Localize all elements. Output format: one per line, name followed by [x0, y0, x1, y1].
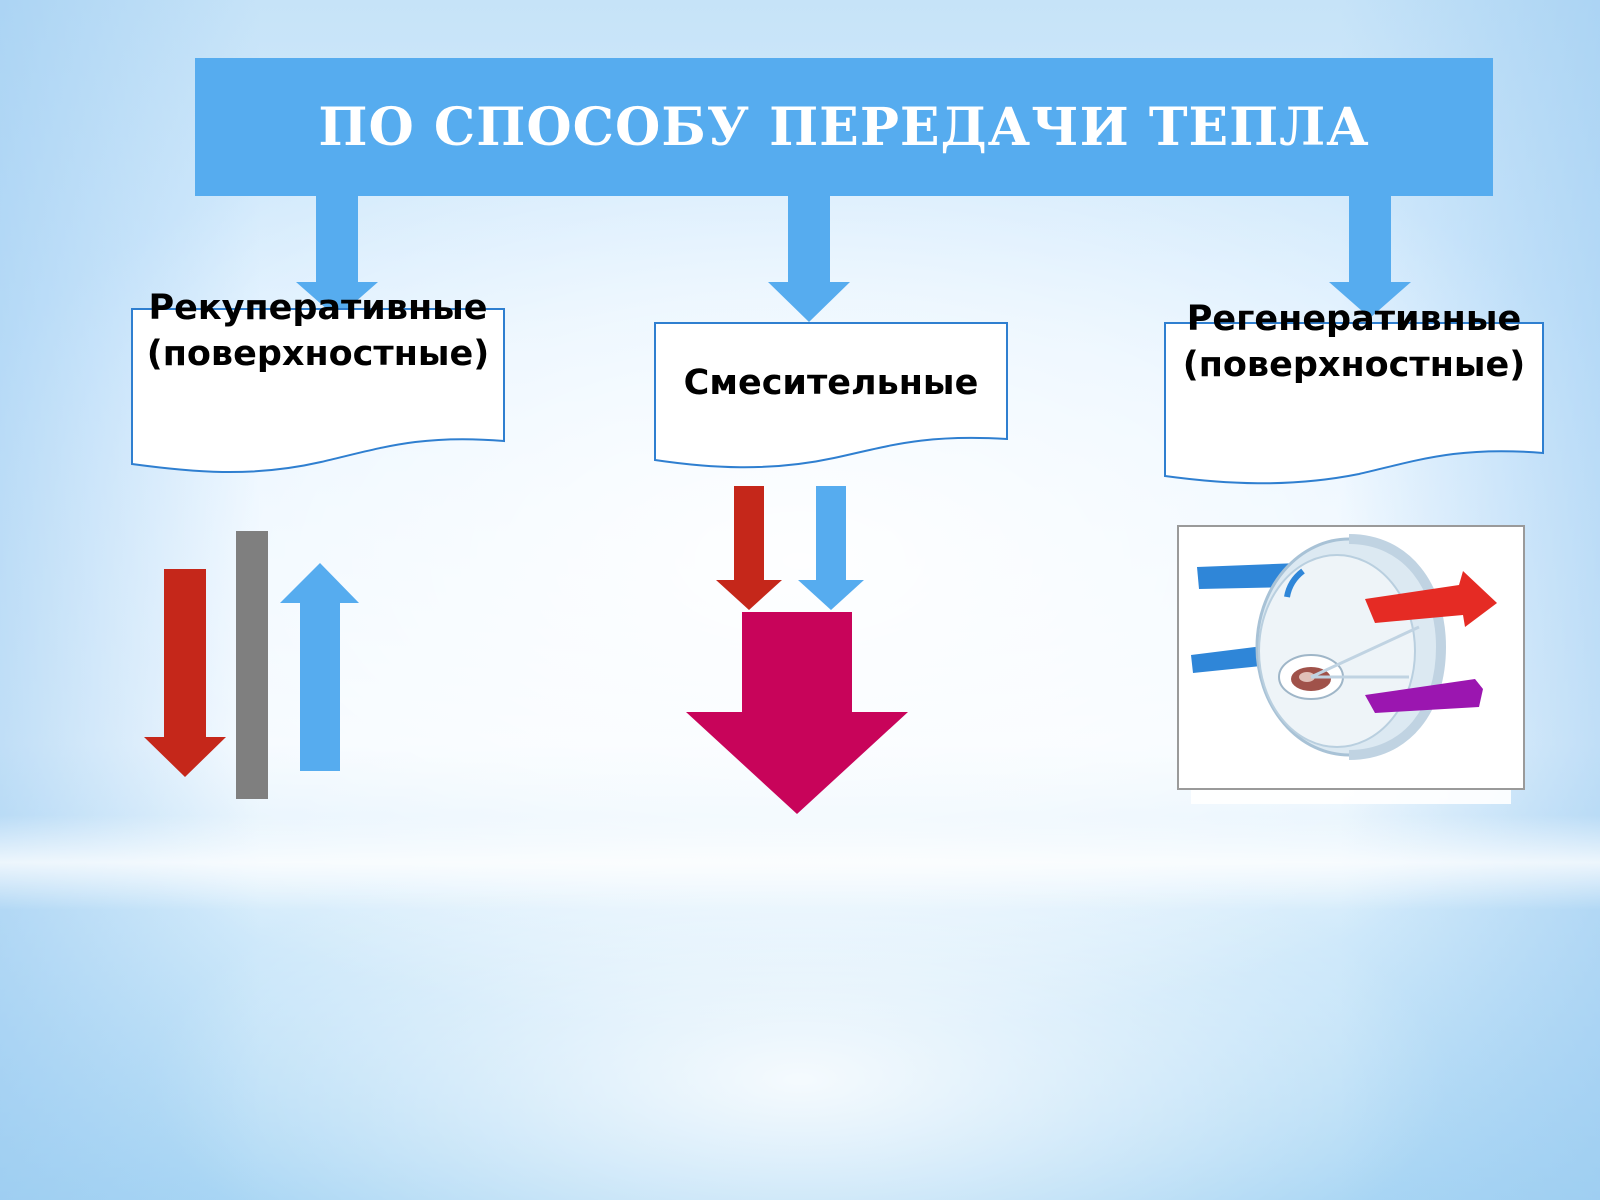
- counterflow-arrows-icon: [144, 531, 359, 799]
- mixing-arrows-icon: [686, 486, 908, 814]
- rotary-regenerator-icon: [1191, 534, 1497, 760]
- diagram-title: ПО СПОСОБУ ПЕРЕДАЧИ ТЕПЛА: [318, 96, 1370, 158]
- category-label-recuperative: Рекуперативные (поверхностные): [146, 288, 490, 374]
- category-label-regenerative: Регенеративные (поверхностные): [1182, 299, 1526, 385]
- connector-arrow-right: [1329, 194, 1411, 318]
- category-box-regenerative: [1164, 322, 1544, 485]
- category-box-mixing: [654, 322, 1008, 469]
- background-floor-band: [0, 815, 1600, 910]
- category-box-recuperative: [131, 308, 505, 474]
- connector-arrow-left: [296, 194, 378, 318]
- title-banner: ПО СПОСОБУ ПЕРЕДАЧИ ТЕПЛА: [195, 58, 1493, 196]
- background-left-glow: [0, 0, 260, 1200]
- connector-arrow-center: [768, 194, 850, 322]
- category-label-mixing: Смесительные: [683, 363, 979, 403]
